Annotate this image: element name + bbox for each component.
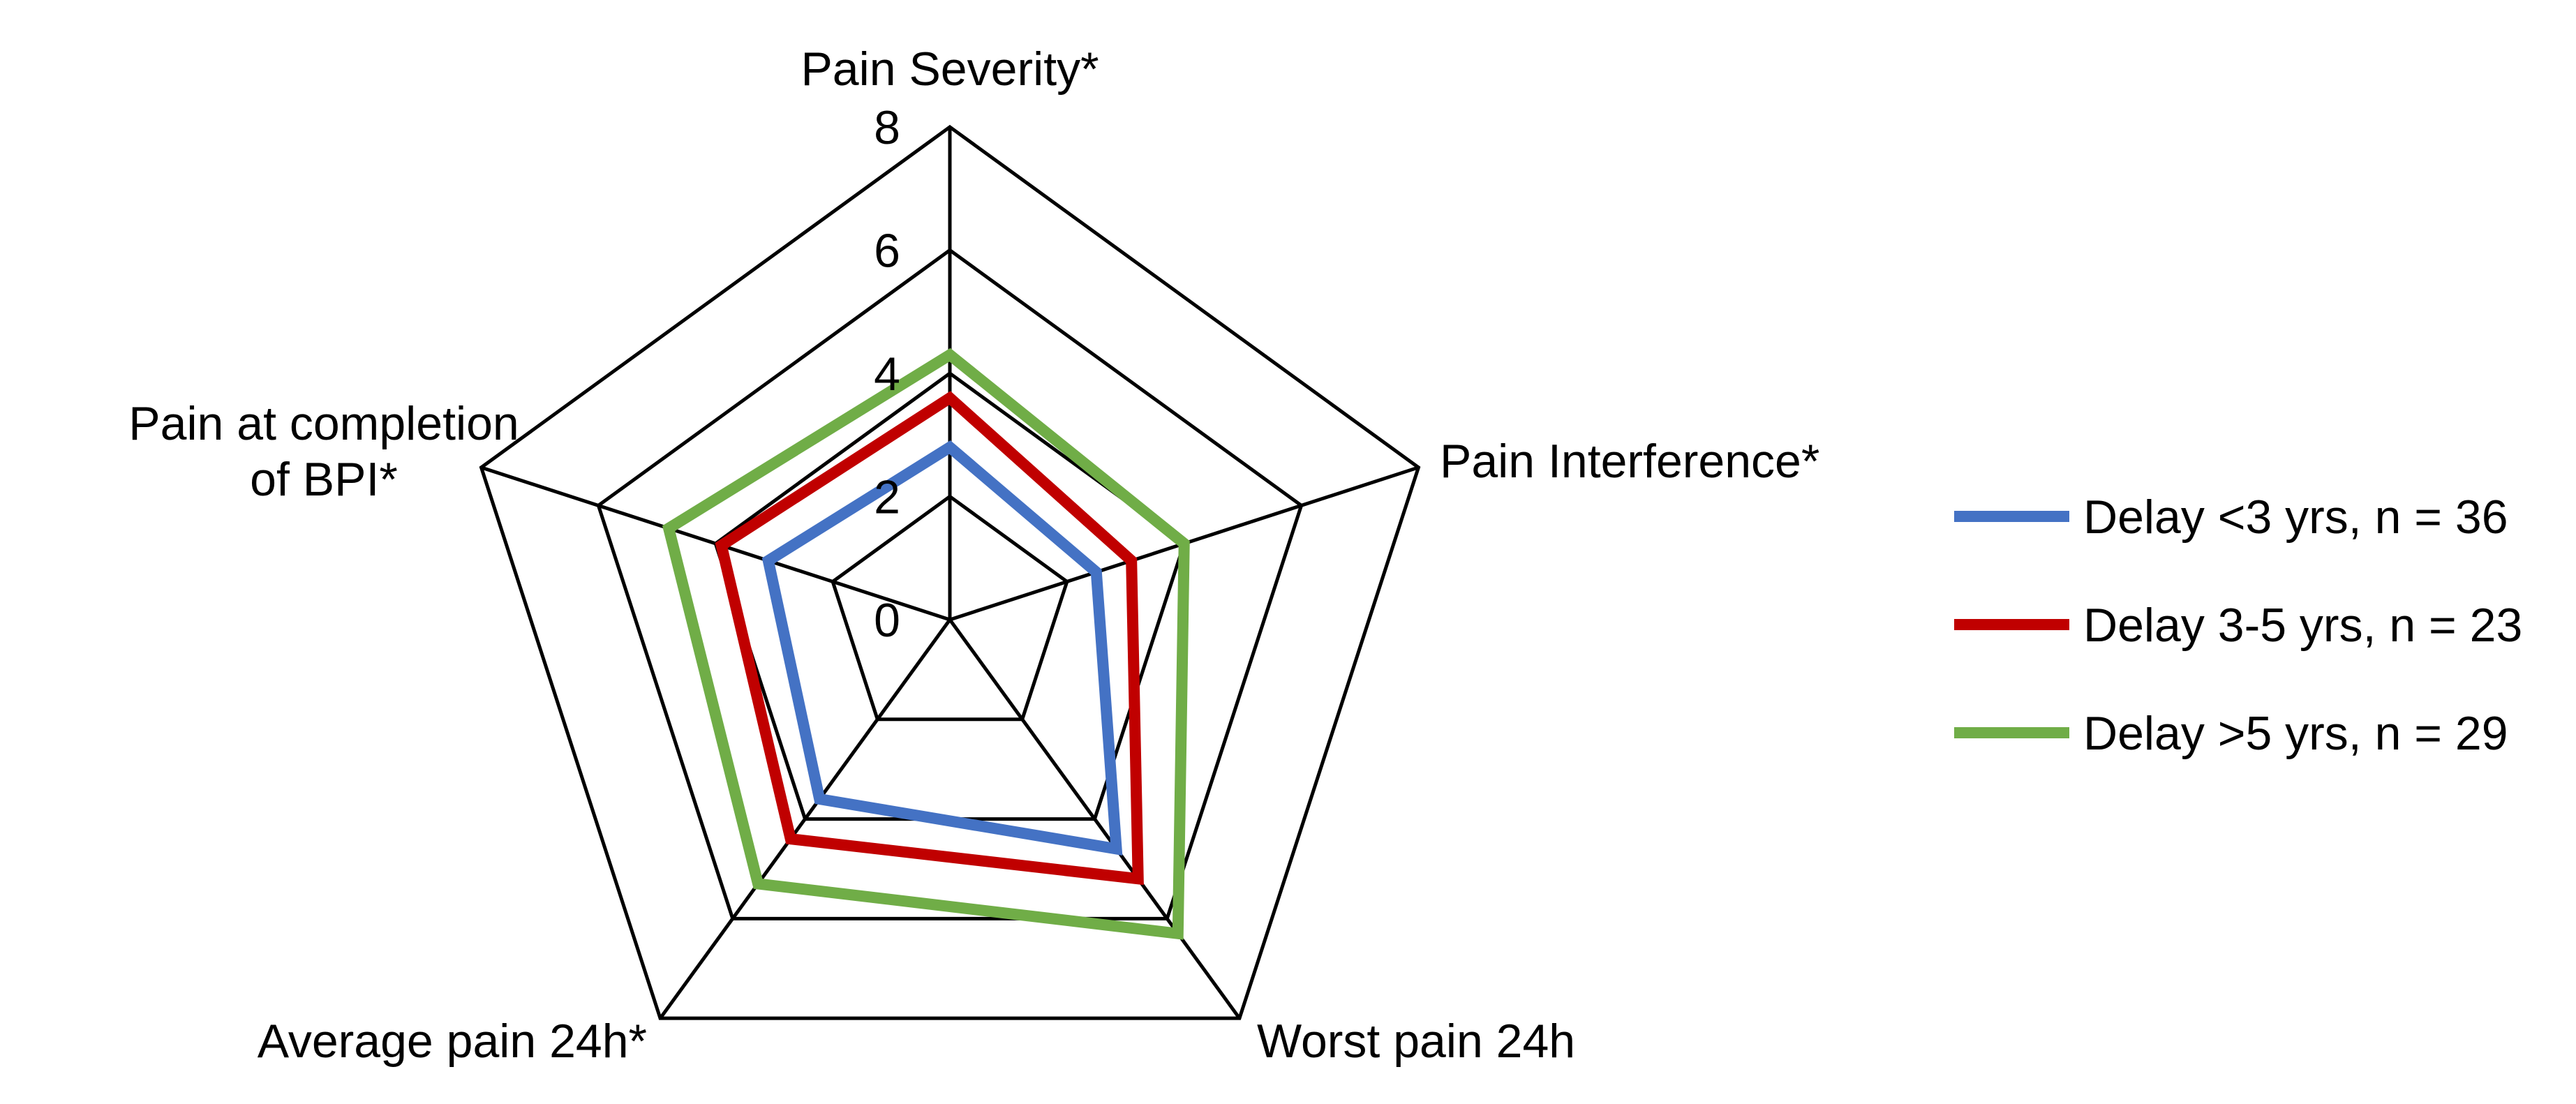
grid-ring-6	[596, 248, 1304, 920]
series-line-3	[662, 348, 1190, 940]
tick-label: 2	[874, 471, 900, 524]
legend-label: Delay <3 yrs, n = 36	[2083, 491, 2508, 544]
tick-label: 0	[874, 594, 900, 647]
grid-ring-8	[479, 124, 1421, 1020]
tick-label: 8	[874, 101, 900, 154]
grid-ring-2	[831, 494, 1069, 722]
legend-label: Delay >5 yrs, n = 29	[2083, 707, 2508, 760]
axis-label-layer: Pain Severity* Pain Interference* Worst pa…	[128, 43, 1819, 1068]
series-line-2	[715, 391, 1144, 886]
tick-label: 4	[874, 348, 900, 401]
grid-layer	[479, 124, 1421, 1020]
tick-label: 6	[874, 225, 900, 278]
series-layer	[662, 348, 1190, 940]
axis-label: Pain Severity*	[801, 43, 1099, 96]
axis-label: Worst pain 24h	[1257, 1015, 1575, 1068]
tick-label-layer: 0 2 4 6 8	[874, 101, 900, 647]
axis-spoke	[948, 618, 1241, 1020]
axis-label: Pain Interference*	[1440, 435, 1819, 488]
axis-label: Average pain 24h*	[258, 1015, 647, 1068]
legend: Delay <3 yrs, n = 36 Delay 3-5 yrs, n = 2…	[1954, 491, 2522, 760]
series-line-1	[761, 440, 1123, 856]
axis-spoke	[659, 618, 952, 1020]
legend-label: Delay 3-5 yrs, n = 23	[2083, 599, 2522, 652]
